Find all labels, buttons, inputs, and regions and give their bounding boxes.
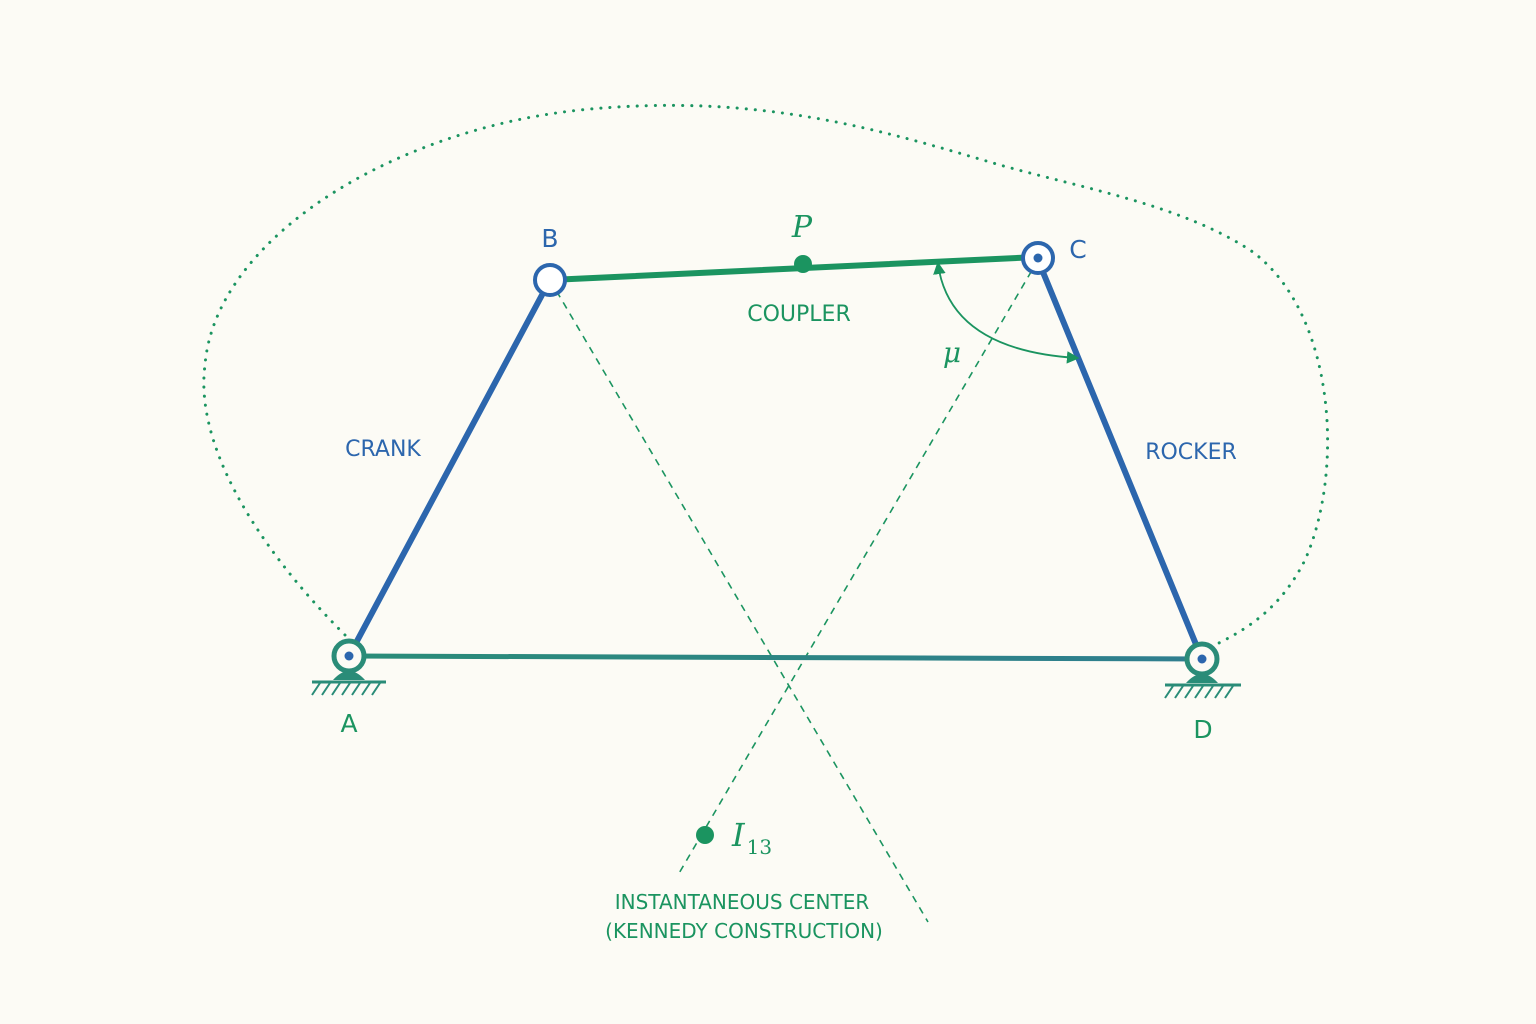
joint-c-pin <box>1021 241 1055 275</box>
joint-label-b: B <box>541 224 558 253</box>
transmission-angle-arc <box>933 261 1080 364</box>
joint-d-pivot <box>1184 641 1220 677</box>
joint-label-c: C <box>1069 235 1086 264</box>
crank-label: CRANK <box>345 437 421 462</box>
crank-link <box>346 277 553 659</box>
transmission-angle-label: μ <box>943 336 961 369</box>
joint-label-d: D <box>1193 715 1212 744</box>
coupler-point-marker <box>794 255 812 273</box>
annotation-line-1: INSTANTANEOUS CENTER <box>615 890 870 914</box>
coupler-curve <box>202 103 1330 647</box>
ground-support-d <box>1164 674 1241 699</box>
instant-center-marker <box>696 826 714 844</box>
instant-center-subscript: 13 <box>747 835 772 859</box>
annotation-line-2: (KENNEDY CONSTRUCTION) <box>605 919 883 943</box>
coupler-link <box>547 254 1041 283</box>
joint-a-pivot <box>331 638 367 674</box>
joint-label-a: A <box>340 709 357 738</box>
rocker-label: ROCKER <box>1145 440 1237 465</box>
instant-center-letter: I <box>731 816 746 854</box>
joint-b-pin <box>533 263 567 297</box>
ground-link <box>346 653 1205 662</box>
coupler-label: COUPLER <box>747 302 851 327</box>
construction-line-c <box>677 259 1039 876</box>
coupler-point-label: P <box>791 210 813 245</box>
ground-support-a <box>311 671 386 696</box>
